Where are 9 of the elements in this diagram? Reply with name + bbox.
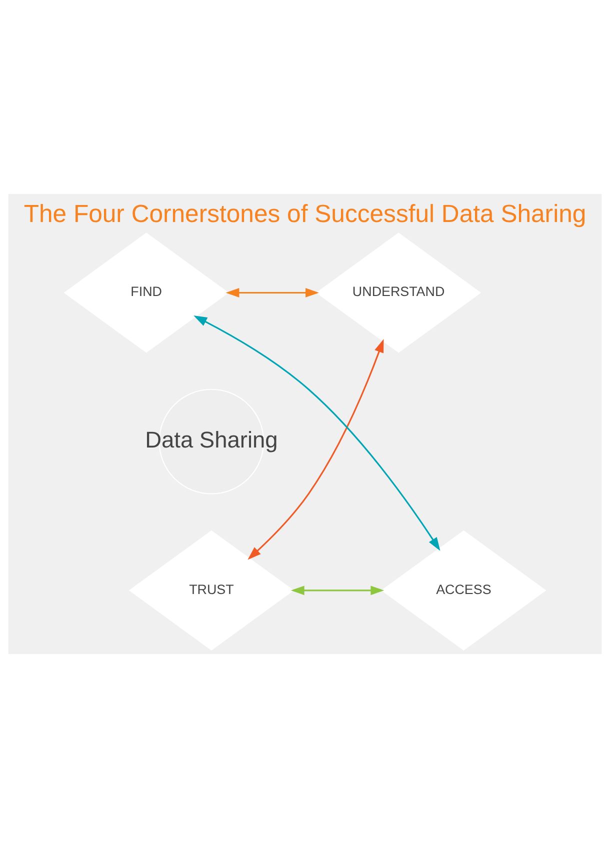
node-diamond: TRUST [128, 530, 294, 650]
diagram-title: The Four Cornerstones of Successful Data Sharing [24, 200, 586, 228]
node-diamond: FIND [64, 232, 229, 352]
node-diamond: ACCESS [381, 530, 546, 650]
node-label: Data Sharing [145, 426, 278, 452]
arrow [226, 288, 319, 297]
arrow [194, 315, 440, 550]
arrow [290, 585, 384, 595]
arrow [248, 338, 384, 560]
